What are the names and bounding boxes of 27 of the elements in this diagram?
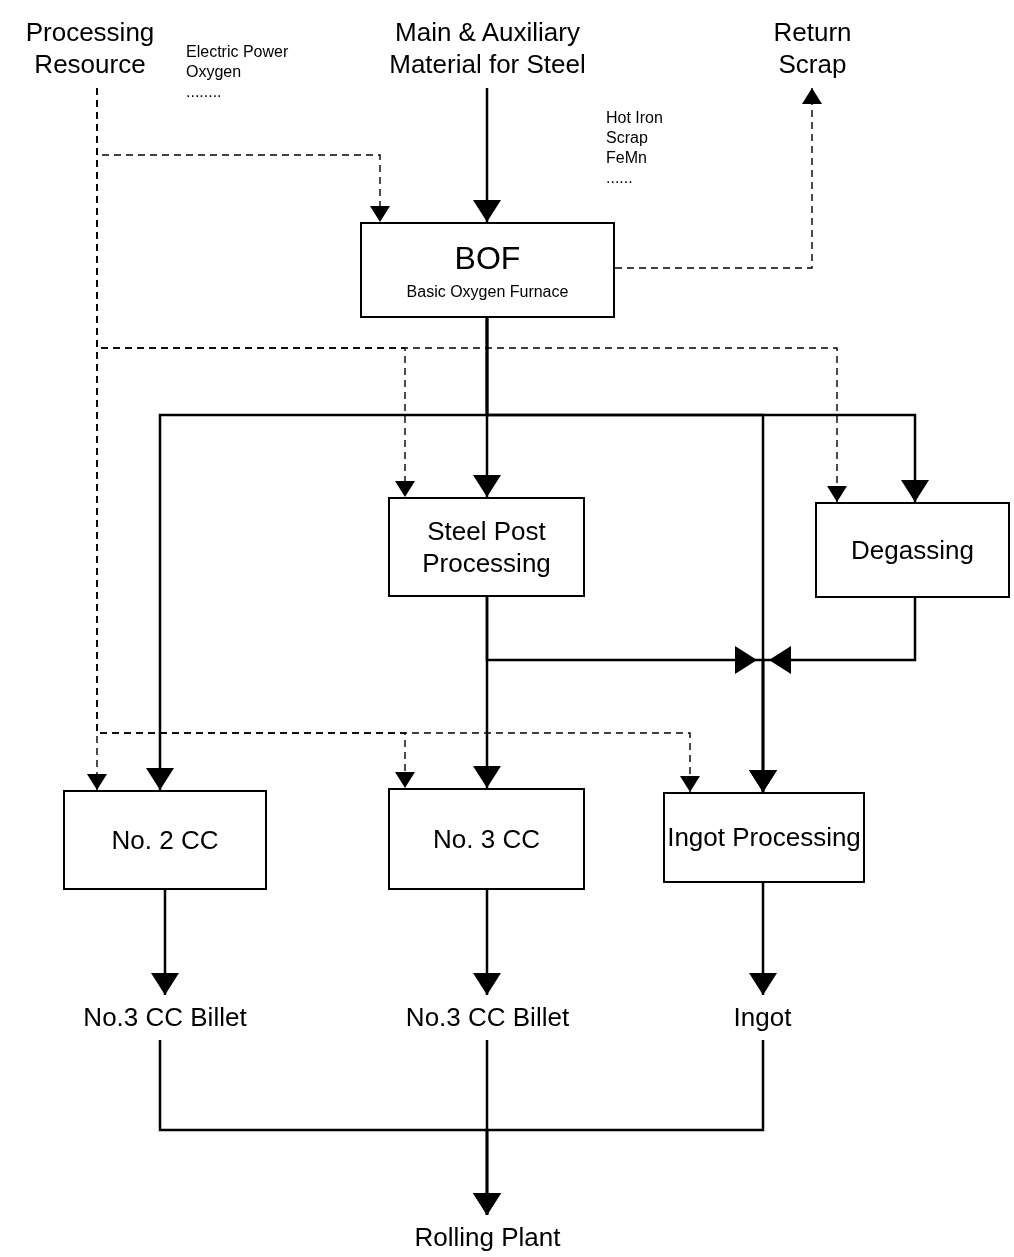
box-title: BOF (454, 239, 521, 278)
flow-label: Rolling Plant (380, 1215, 595, 1257)
process-box (388, 497, 585, 597)
material-list-item: Oxygen (186, 62, 243, 82)
flow-label: No.3 CC Billet (380, 995, 595, 1040)
material-list-item: ...... (606, 168, 634, 188)
process-box (815, 502, 1010, 598)
material-list-item: Scrap (606, 128, 649, 148)
material-list-item: FeMn (606, 148, 648, 168)
process-box (388, 788, 585, 890)
box-title: Steel Post Processing (421, 514, 552, 580)
box-title: No. 3 CC (433, 822, 540, 856)
material-list-item: Hot Iron (606, 108, 663, 128)
process-box (63, 790, 267, 890)
box-title: No. 2 CC (111, 823, 219, 857)
box-subtitle: Basic Oxygen Furnace (406, 282, 569, 302)
material-list-item: ........ (186, 82, 223, 102)
flow-label: Return Scrap (750, 8, 875, 88)
flow-label: Ingot (700, 995, 825, 1040)
process-box (360, 222, 615, 318)
flow-label: Processing Resource (0, 8, 180, 88)
box-title: Degassing (851, 533, 974, 567)
process-box (663, 792, 865, 883)
material-list-item: Electric Power (186, 42, 289, 62)
flow-label: No.3 CC Billet (40, 995, 290, 1040)
box-title: Ingot Processing (667, 821, 861, 854)
flow-label: Main & Auxiliary Material for Steel (360, 8, 615, 88)
